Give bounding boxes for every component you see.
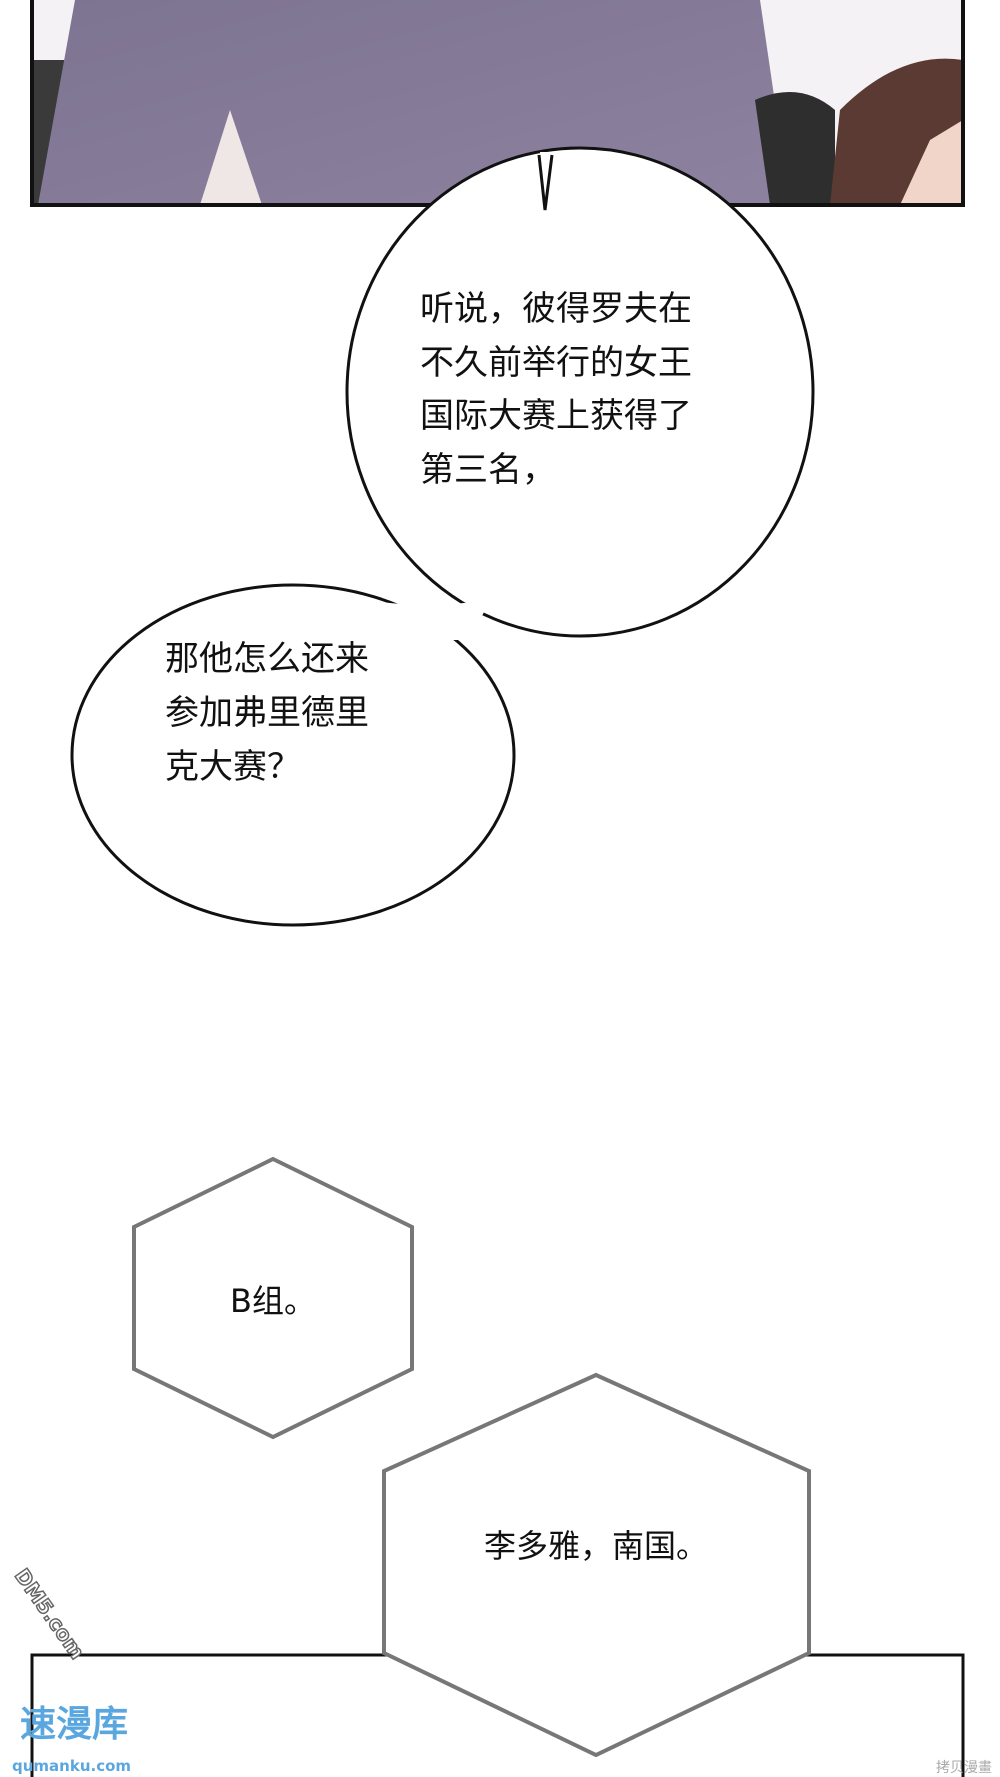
bubble-1-text: 听说，彼得罗夫在 不久前举行的女王 国际大赛上获得了 第三名， xyxy=(420,289,703,490)
bubble-2-text: 那他怎么还来 参加弗里德里 克大赛？ xyxy=(165,639,380,787)
watermark-right: 拷贝漫畫 xyxy=(936,1760,992,1776)
caption-box-2 xyxy=(382,1372,811,1758)
speech-bubble-1 xyxy=(345,146,815,638)
speech-bubble-2 xyxy=(70,583,516,927)
caption-2-text: 李多雅，南国。 xyxy=(484,1527,708,1565)
watermark-left: DM5.com 速漫库 qumanku.com xyxy=(9,1563,131,1775)
caption-1-text: B组。 xyxy=(230,1282,316,1320)
watermark-main: 速漫库 xyxy=(20,1704,128,1745)
caption-box-1 xyxy=(132,1156,414,1440)
watermark-logo: DM5.com xyxy=(10,1564,90,1663)
watermark-url: qumanku.com xyxy=(12,1757,131,1775)
